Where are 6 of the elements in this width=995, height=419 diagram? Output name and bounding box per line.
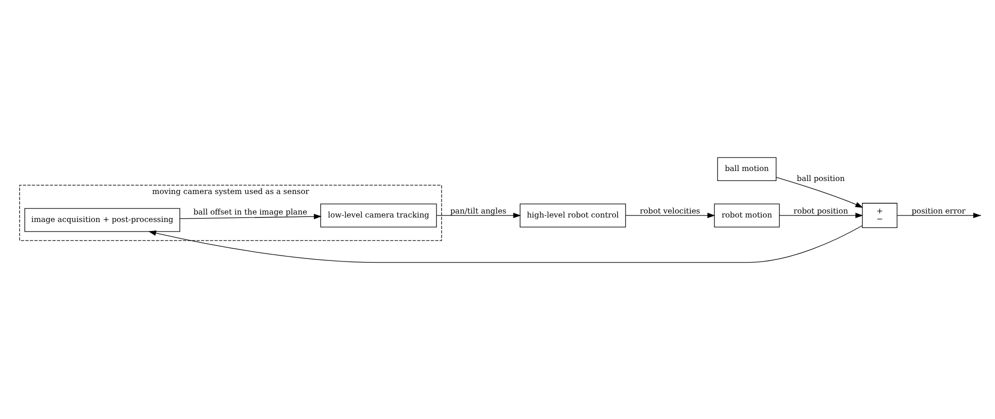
arrow [625,212,716,218]
arrow [779,212,864,218]
arrow [436,212,521,218]
arrow [180,213,322,219]
arrow [148,224,863,262]
arrow [776,176,864,208]
